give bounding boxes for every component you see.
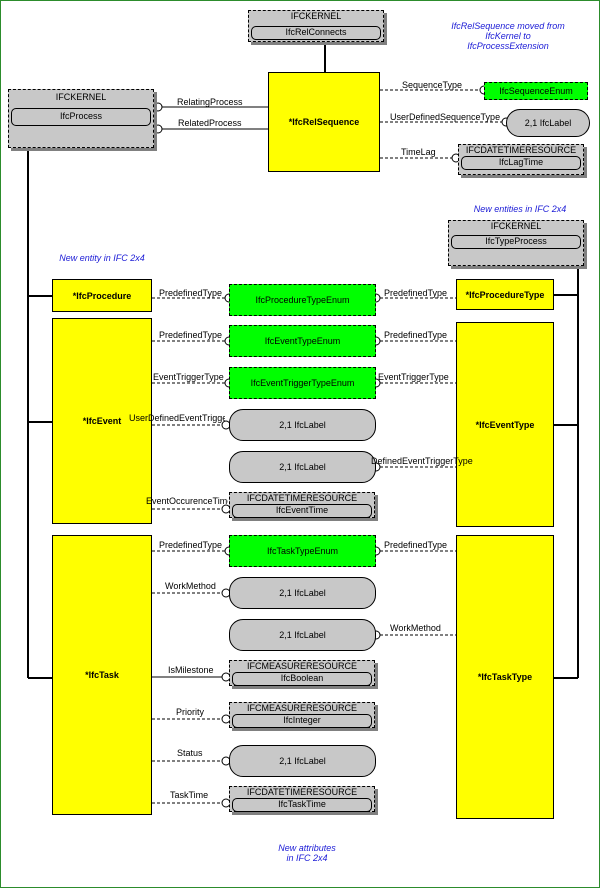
ref-entity: IfcLagTime: [461, 156, 581, 170]
label-event-occurence-time: EventOccurenceTime: [146, 496, 228, 506]
enum-eventtype: IfcEventTypeEnum: [229, 325, 376, 357]
pill-userdefinedsequencetype: 2,1 IfcLabel: [506, 109, 590, 137]
entity-task: *IfcTask: [52, 535, 152, 815]
note-moved-line1: IfcRelSequence moved from: [451, 21, 565, 31]
note-moved-line2: IfcKernel to: [485, 31, 531, 41]
enum-eventtrigger: IfcEventTriggerTypeEnum: [229, 367, 376, 399]
label-related-process: RelatedProcess: [178, 118, 242, 128]
pill-status: 2,1 IfcLabel: [229, 745, 376, 777]
note-moved: IfcRelSequence moved from IfcKernel to I…: [448, 21, 568, 51]
entity-procedure: *IfcProcedure: [52, 279, 152, 312]
pill-workmethod-type: 2,1 IfcLabel: [229, 619, 376, 651]
label-defined-event-trigger-type: DefinedEventTriggerType: [371, 456, 473, 466]
label-task-predefined-type: PredefinedType: [159, 540, 223, 550]
label-eventtype-predefined-type: PredefinedType: [384, 330, 448, 340]
ref-schema: IFCMEASURERESOURCE: [246, 661, 357, 671]
ref-schema: IFCKERNEL: [55, 92, 107, 102]
enum-tasktype: IfcTaskTypeEnum: [229, 535, 376, 567]
ref-eventtime: IFCDATETIMERESOURCE IfcEventTime: [229, 492, 375, 518]
label-user-defined-sequence-type: UserDefinedSequenceType: [390, 112, 501, 122]
ref-schema: IFCDATETIMERESOURCE: [246, 493, 358, 503]
label-work-method: WorkMethod: [165, 581, 216, 591]
label-tasktype-work-method: WorkMethod: [390, 623, 441, 633]
entity-relsequence: *IfcRelSequence: [268, 72, 380, 172]
label-user-defined-event-trigger: UserDefinedEventTrigger: [129, 413, 225, 423]
note-new-entity: New entity in IFC 2x4: [59, 253, 145, 263]
label-task-time: TaskTime: [170, 790, 209, 800]
ref-process: IFCKERNEL IfcProcess: [8, 89, 154, 148]
label-sequence-type: SequenceType: [402, 80, 463, 90]
ref-schema: IFCKERNEL: [290, 11, 342, 21]
ref-schema: IFCMEASURERESOURCE: [246, 703, 357, 713]
ref-entity: IfcInteger: [232, 714, 372, 728]
label-event-trigger-type: EventTriggerType: [153, 372, 224, 382]
entity-proceduretype: *IfcProcedureType: [456, 279, 554, 310]
ref-entity: IfcTaskTime: [232, 798, 372, 812]
label-proceduretype-predefined-type: PredefinedType: [384, 288, 448, 298]
enum-proceduretype: IfcProcedureTypeEnum: [229, 284, 376, 316]
label-status: Status: [177, 748, 203, 758]
ref-lagtime: IFCDATETIMERESOURCE IfcLagTime: [458, 144, 584, 175]
note-moved-line3: IfcProcessExtension: [467, 41, 549, 51]
ref-entity: IfcProcess: [11, 108, 151, 126]
label-eventtype-trigger-type: EventTriggerType: [378, 372, 449, 382]
pill-definedeventtriggertype: 2,1 IfcLabel: [229, 451, 376, 483]
label-is-milestone: IsMilestone: [168, 665, 214, 675]
label-time-lag: TimeLag: [401, 147, 436, 157]
entity-eventtype: *IfcEventType: [456, 322, 554, 527]
pill-workmethod: 2,1 IfcLabel: [229, 577, 376, 609]
enum-sequence: IfcSequenceEnum: [484, 82, 588, 100]
ref-boolean: IFCMEASURERESOURCE IfcBoolean: [229, 660, 375, 686]
ref-entity: IfcRelConnects: [251, 26, 381, 40]
entity-event: *IfcEvent: [52, 318, 152, 524]
entity-tasktype: *IfcTaskType: [456, 535, 554, 819]
label-procedure-predefined-type: PredefinedType: [159, 288, 223, 298]
label-priority: Priority: [176, 707, 205, 717]
ref-entity: IfcBoolean: [232, 672, 372, 686]
ref-schema: IFCDATETIMERESOURCE: [465, 145, 577, 155]
label-relating-process: RelatingProcess: [177, 97, 243, 107]
note-new-attributes-line2: in IFC 2x4: [286, 853, 328, 863]
label-event-predefined-type: PredefinedType: [159, 330, 223, 340]
ref-entity: IfcTypeProcess: [451, 235, 581, 249]
ref-entity: IfcEventTime: [232, 504, 372, 518]
ref-schema: IFCDATETIMERESOURCE: [246, 787, 358, 797]
note-new-attributes: New attributes in IFC 2x4: [262, 843, 352, 863]
note-new-entities: New entities in IFC 2x4: [473, 204, 567, 214]
pill-userdefinedeventtrigger: 2,1 IfcLabel: [229, 409, 376, 441]
label-tasktype-predefined-type: PredefinedType: [384, 540, 448, 550]
ref-tasktime: IFCDATETIMERESOURCE IfcTaskTime: [229, 786, 375, 812]
ref-schema: IFCKERNEL: [490, 221, 542, 231]
ref-relconnects: IFCKERNEL IfcRelConnects: [248, 10, 384, 42]
note-new-attributes-line1: New attributes: [278, 843, 336, 853]
ref-integer: IFCMEASURERESOURCE IfcInteger: [229, 702, 375, 728]
ref-typeprocess: IFCKERNEL IfcTypeProcess: [448, 220, 584, 266]
